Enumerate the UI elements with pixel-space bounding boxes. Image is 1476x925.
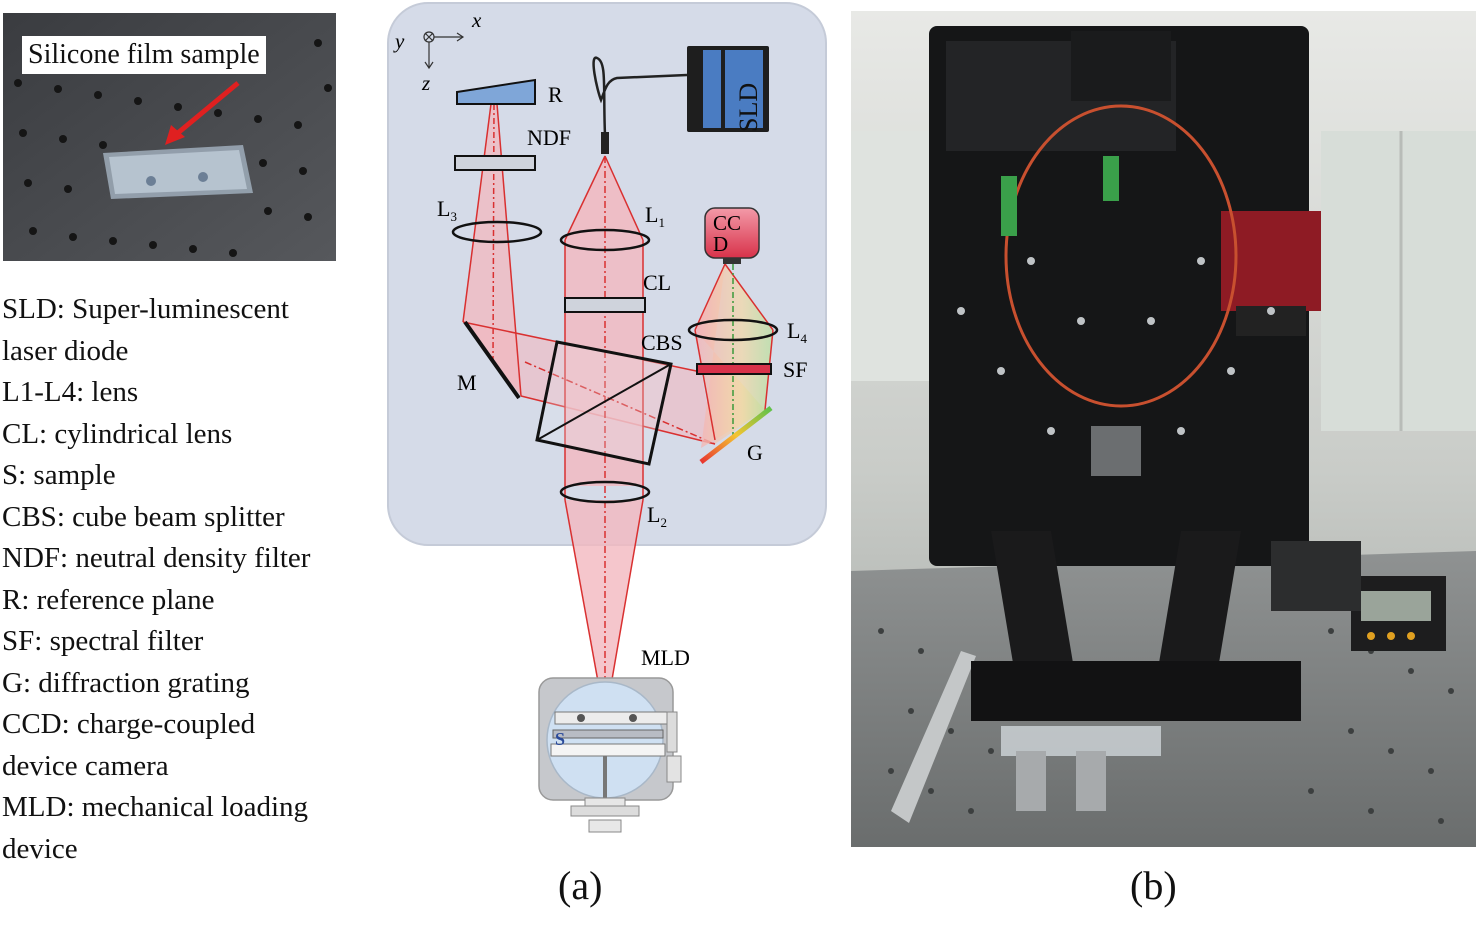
axes-icon [423,31,465,70]
legend-item: CL: cylindrical lens [2,417,233,450]
main-beam-sample [565,500,643,720]
l3-label: L3 [437,196,457,224]
legend-item: CBS: cube beam splitter [2,500,285,533]
ndf-label: NDF [527,125,571,150]
legend-item: device [2,832,78,865]
ccd-label-1: CC [713,211,741,235]
mld-label: MLD [641,645,690,670]
cube-beam-splitter [535,340,673,466]
spectral-filter [696,363,772,375]
ndf-filter [454,155,536,171]
legend-item: device camera [2,749,169,782]
legend-item: NDF: neutral density filter [2,542,311,574]
setup-photo [851,11,1476,847]
main-beam-top [565,156,643,240]
mirror-m [463,320,521,400]
reference-plane [456,78,536,105]
m-label: M [457,370,477,395]
lens-l1 [559,228,651,252]
setup-photo-image [851,11,1476,847]
optical-diagram: x y z SLD [385,0,835,840]
reference-beam [463,102,521,396]
g-label: G [747,440,763,465]
sample-label: Silicone film sample [22,36,266,74]
optical-fiber [592,56,688,136]
r-label: R [548,82,563,107]
legend-item: laser diode [2,334,129,367]
sf-label: SF [783,357,807,382]
cl-label: CL [643,270,671,295]
lens-l4 [687,318,779,342]
caption-b: (b) [1130,863,1177,908]
legend-item: R: reference plane [2,583,215,616]
legend-item: MLD: mechanical loading [2,791,309,823]
l2-label: L2 [647,502,667,530]
legend-item: S: sample [2,459,116,491]
l4-label: L4 [787,318,807,346]
axis-y-label: y [393,29,405,53]
mechanical-loading-device [538,677,682,833]
legend-item: G: diffraction grating [2,666,250,699]
sld-label: SLD [734,83,763,132]
cbs-label: CBS [641,330,683,355]
legend-item: L1-L4: lens [2,376,139,408]
s-label: S [555,729,565,749]
cylindrical-lens [564,297,646,313]
caption-a: (a) [558,863,603,908]
legend: SLD: Super-luminescent laser diode L1-L4… [2,289,382,870]
sld-source [687,46,769,132]
lens-l2 [559,480,651,504]
axis-z-label: z [421,71,430,95]
legend-item: CCD: charge-coupled [2,708,256,740]
l1-label: L1 [645,202,665,230]
diffraction-grating [699,406,773,464]
axis-x-label: x [471,8,482,32]
lens-l3 [451,220,543,244]
ccd-label-2: D [713,232,728,256]
legend-item: SLD: Super-luminescent [2,293,289,325]
legend-item: SF: spectral filter [2,625,204,657]
